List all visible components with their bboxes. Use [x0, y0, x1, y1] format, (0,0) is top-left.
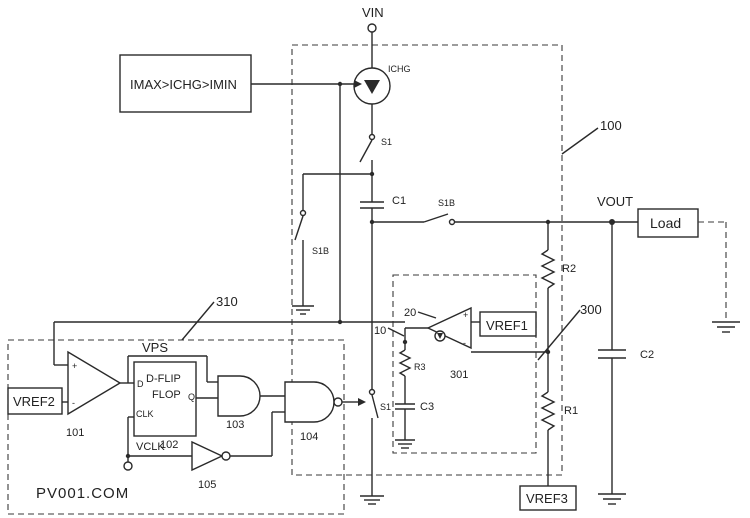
- r1-label: R1: [564, 405, 578, 417]
- comp-plus: +: [463, 310, 468, 320]
- ref-310-label: 310: [216, 294, 238, 309]
- s1-top-label: S1: [381, 137, 392, 147]
- ref-105-label: 105: [198, 479, 216, 491]
- comp101-minus: -: [72, 398, 75, 408]
- vout-label: VOUT: [597, 194, 633, 209]
- dff-label-line1: D-FLIP: [146, 373, 181, 385]
- load-box: [637, 208, 699, 238]
- s1-bottom-label: S1: [380, 402, 391, 412]
- ref-100-label: 100: [600, 118, 622, 133]
- c3-label: C3: [420, 401, 434, 413]
- c2-label: C2: [640, 349, 654, 361]
- resistor-r1: [540, 391, 556, 431]
- resistor-r2: [540, 249, 556, 289]
- ref-10-label: 10: [374, 325, 386, 337]
- load-label: Load: [650, 215, 681, 231]
- comparator-301: [426, 306, 472, 350]
- dff-q-pin: Q: [188, 392, 195, 402]
- inverter-105: [191, 440, 224, 472]
- and-gate-103: [217, 375, 261, 417]
- vclk-label: VCLK: [136, 441, 165, 453]
- current-condition-label: IMAX>ICHG>IMIN: [130, 77, 237, 92]
- vin-terminal: [367, 23, 377, 33]
- block-310-boundary: [7, 339, 345, 515]
- ref-101-label: 101: [66, 427, 84, 439]
- comp-minus: -: [463, 338, 466, 348]
- current-condition-box: [119, 54, 252, 113]
- vref3-label: VREF3: [526, 491, 568, 506]
- ref-20-label: 20: [404, 307, 416, 319]
- ichg-label: ICHG: [388, 64, 411, 74]
- r3-label: R3: [414, 362, 426, 372]
- ref-301-label: 301: [450, 369, 468, 381]
- dff-d-pin: D: [137, 379, 144, 389]
- ref-300-label: 300: [580, 302, 602, 317]
- nand-gate-104: [284, 381, 335, 423]
- resistor-r3: [398, 349, 412, 377]
- vclk-terminal: [123, 461, 133, 471]
- ref-104-label: 104: [300, 431, 318, 443]
- comparator-101: [67, 350, 122, 416]
- comp101-plus: +: [72, 361, 77, 371]
- vin-label: VIN: [362, 5, 384, 20]
- watermark: PV001.COM: [36, 485, 129, 502]
- vref3-box: [519, 485, 577, 511]
- r2-label: R2: [562, 263, 576, 275]
- s1b-switch-label: S1B: [438, 198, 455, 208]
- c1-label: C1: [392, 195, 406, 207]
- block-100-boundary: [291, 44, 563, 476]
- vref1-box: [479, 311, 537, 337]
- d-flip-flop-102: [133, 361, 197, 437]
- vref1-label: VREF1: [486, 318, 528, 333]
- ref-102-label: 102: [160, 439, 178, 451]
- current-source-arrow: [364, 80, 380, 94]
- vref2-box: [7, 387, 63, 415]
- ref-103-label: 103: [226, 419, 244, 431]
- block-300-boundary: [392, 274, 537, 454]
- vps-label: VPS: [142, 340, 168, 355]
- vref2-label: VREF2: [13, 394, 55, 409]
- dff-clk-pin: CLK: [136, 409, 154, 419]
- dff-label-line2: FLOP: [152, 389, 181, 401]
- s1b-left-label: S1B: [312, 246, 329, 256]
